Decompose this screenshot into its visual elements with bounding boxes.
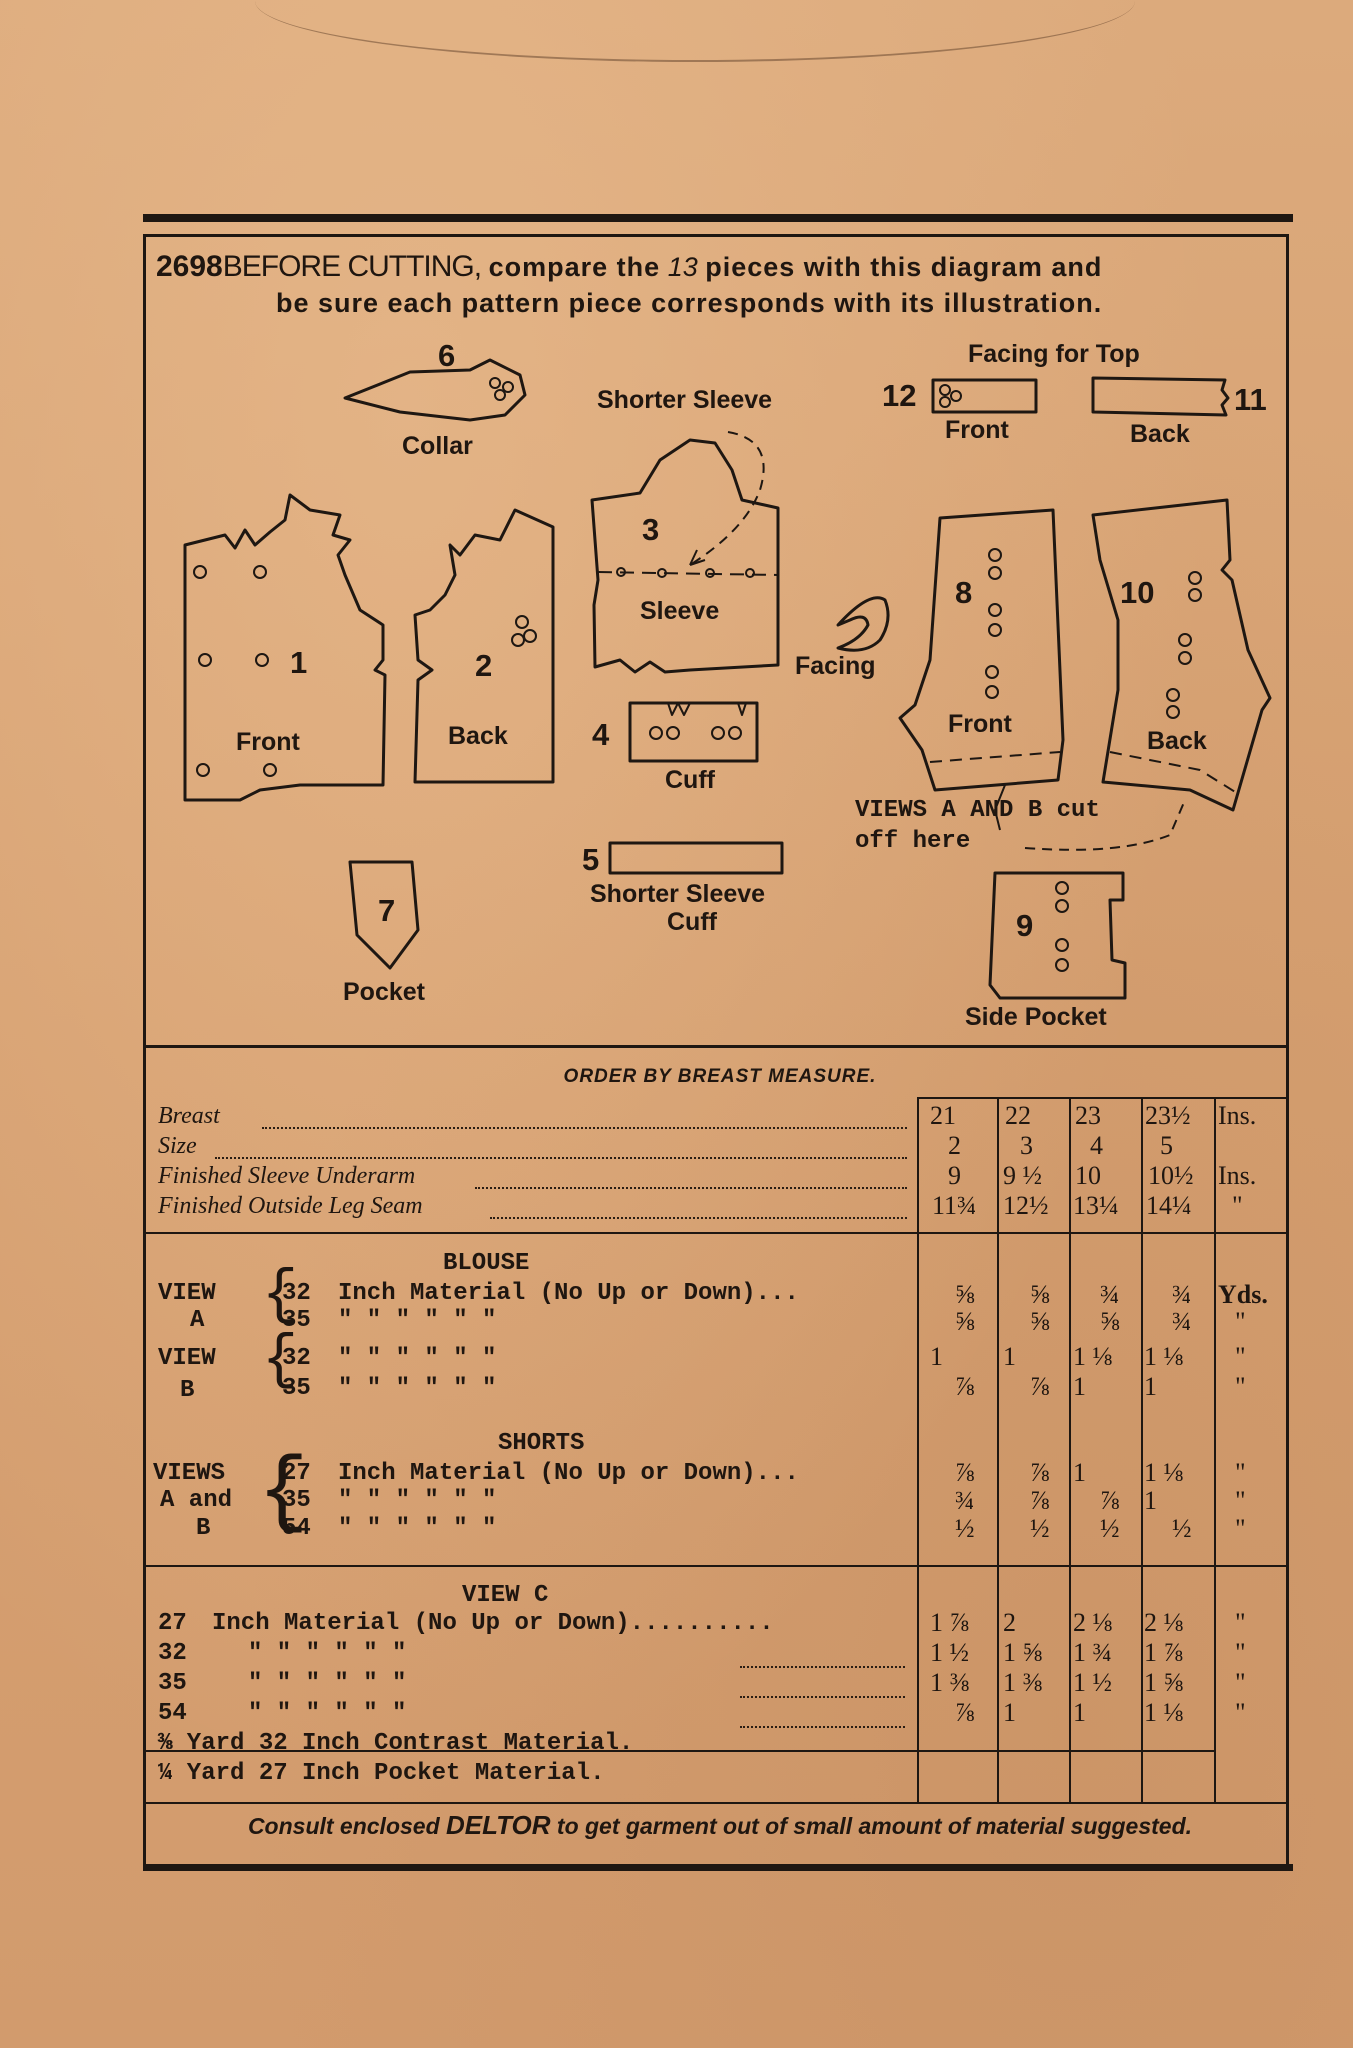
cuff-label: Cuff: [665, 766, 715, 794]
facing-front-piece: [931, 378, 1038, 414]
pattern-number: 2698: [156, 250, 223, 283]
shorter-sleeve-label: Shorter Sleeve: [597, 386, 773, 414]
pocket-label: Pocket: [343, 978, 425, 1006]
pocket-material: ¼ Yard 27 Inch Pocket Material.: [158, 1760, 605, 1787]
front-label: Front: [236, 728, 300, 756]
back-label: Back: [448, 722, 508, 750]
shorter-sleeve-cuff-piece: [608, 841, 784, 875]
back-piece: [413, 508, 555, 784]
section-separator: [146, 1045, 1286, 1048]
footer-note: Consult enclosed DELTOR to get garment o…: [247, 1810, 1193, 1840]
header-line-2: be sure each pattern piece corresponds w…: [276, 288, 1103, 318]
shorts-front-piece: [898, 508, 1065, 792]
side-pocket-label: Side Pocket: [965, 1003, 1107, 1031]
deltor-brand: DELTOR: [446, 1810, 551, 1840]
collar-piece: [343, 358, 527, 422]
bottom-rule: [143, 1864, 1293, 1871]
facing-label: Facing: [795, 652, 876, 680]
shorts-back-piece: [1091, 498, 1272, 812]
front-piece: [183, 493, 387, 802]
order-title: ORDER BY BREAST MEASURE.: [563, 1066, 877, 1087]
sleeve-label: Sleeve: [640, 597, 720, 625]
side-pocket-piece: [988, 871, 1127, 1000]
top-rule: [143, 214, 1293, 222]
collar-label: Collar: [402, 432, 473, 460]
views-ab-note-2: off here: [855, 828, 971, 855]
sleeve-piece: [590, 438, 780, 674]
views-ab-note-1: VIEWS A AND B cut: [855, 797, 1100, 824]
cuff-piece: [628, 701, 759, 763]
facing-piece: [836, 596, 890, 652]
facing-back-piece: [1091, 376, 1230, 417]
pocket-piece: [348, 860, 420, 970]
before-cutting: BEFORE CUTTING,: [222, 250, 482, 283]
header-line-1: 2698BEFORE CUTTING, compare the 13 piece…: [156, 250, 1103, 283]
facing-for-top-label: Facing for Top: [968, 340, 1140, 368]
contrast-material: ⅜ Yard 32 Inch Contrast Material.: [158, 1730, 634, 1757]
piece-count: 13: [667, 252, 698, 282]
envelope-flap: [255, 0, 1135, 62]
